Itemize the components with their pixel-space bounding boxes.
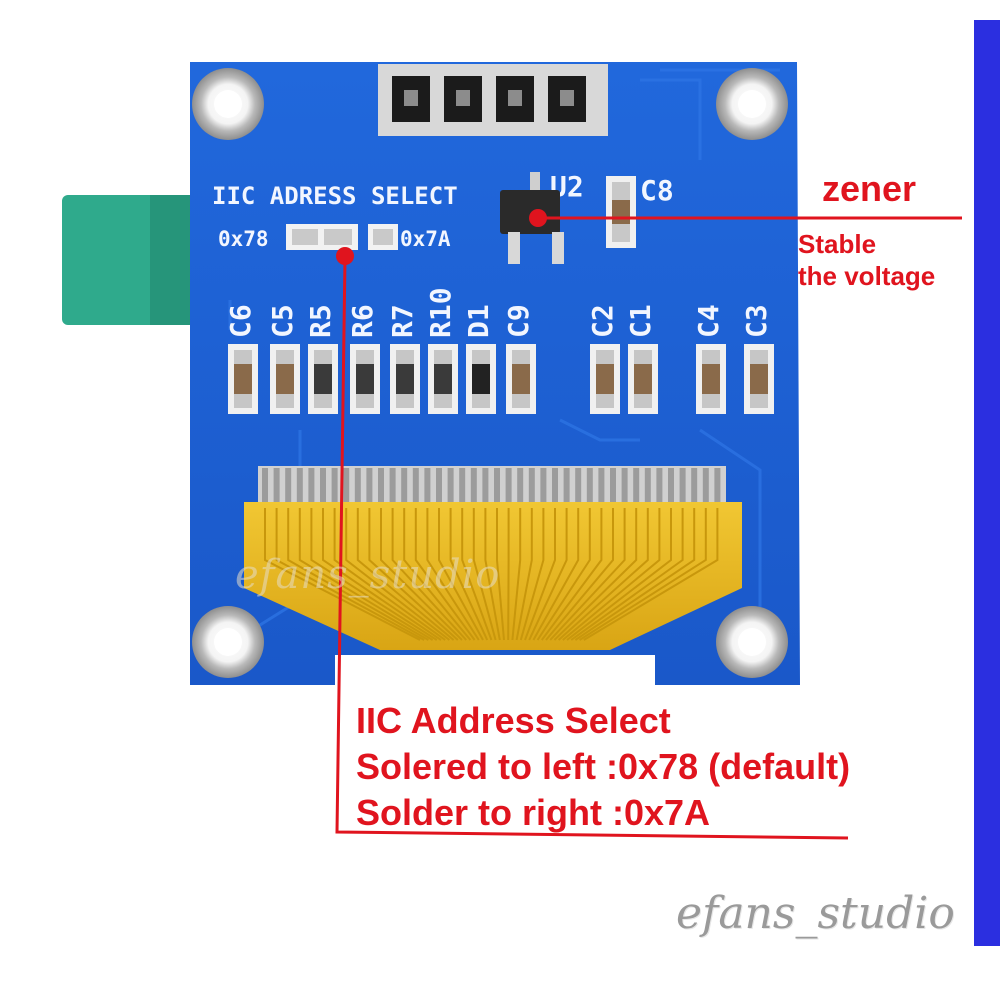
iic-callout-line2: Solered to left :0x78 (default) [356, 746, 851, 787]
component-label-c2: C2 [586, 304, 619, 338]
component-r7 [390, 344, 420, 414]
silkscreen-title: IIC ADRESS SELECT [212, 182, 458, 210]
component-r6 [350, 344, 380, 414]
header-pin [548, 76, 586, 122]
capacitor-c8 [606, 176, 636, 248]
component-label-c1: C1 [624, 304, 657, 338]
callout-lines [335, 216, 962, 840]
component-r5 [308, 344, 338, 414]
component-c4 [696, 344, 726, 414]
component-label-r6: R6 [346, 304, 379, 338]
component-label-c6: C6 [224, 304, 257, 338]
component-label-c9: C9 [502, 304, 535, 338]
component-r10 [428, 344, 458, 414]
component-c1 [628, 344, 658, 414]
iic-callout: IIC Address Select Solered to left :0x78… [356, 698, 850, 836]
component-c2 [590, 344, 620, 414]
address-select-pads [286, 224, 398, 250]
component-c5 [270, 344, 300, 414]
component-d1 [466, 344, 496, 414]
header-pin [496, 76, 534, 122]
iic-callout-line1: IIC Address Select [356, 700, 671, 741]
silkscreen-addr-right: 0x7A [400, 227, 451, 251]
zener-callout-dot [529, 209, 547, 227]
component-label-d1: D1 [462, 304, 495, 338]
zener-callout-line1: Stable [798, 229, 877, 259]
corner-watermark: efans_studio [676, 888, 955, 939]
component-c6 [228, 344, 258, 414]
component-c9 [506, 344, 536, 414]
zener-callout-desc: Stable the voltage [798, 228, 935, 292]
iic-callout-line3: Solder to right :0x7A [356, 792, 711, 833]
mounting-holes [192, 68, 788, 678]
component-label-r10: R10 [424, 287, 457, 338]
header-pin [392, 76, 430, 122]
component-label-r7: R7 [386, 304, 419, 338]
board-watermark: efans_studio [235, 552, 501, 598]
component-label-c3: C3 [740, 304, 773, 338]
header-pin [444, 76, 482, 122]
component-label-c5: C5 [266, 304, 299, 338]
iic-callout-dot [336, 247, 354, 265]
component-c3 [744, 344, 774, 414]
silkscreen-c8: C8 [640, 174, 674, 207]
zener-callout-title: zener [822, 168, 917, 209]
side-bar [974, 20, 1000, 946]
zener-callout-line2: the voltage [798, 261, 936, 291]
component-label-r5: R5 [304, 304, 337, 338]
flex-cable [244, 466, 742, 650]
component-label-c4: C4 [692, 304, 725, 338]
silkscreen-addr-left: 0x78 [218, 227, 269, 251]
